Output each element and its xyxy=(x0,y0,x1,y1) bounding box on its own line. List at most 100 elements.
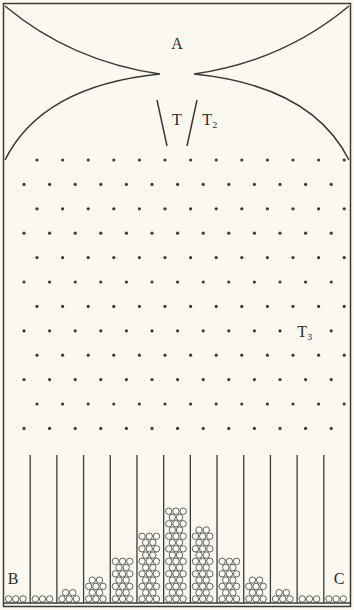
ball xyxy=(230,564,236,570)
pin xyxy=(74,378,77,381)
ball xyxy=(253,596,259,602)
pin xyxy=(22,427,25,430)
pin xyxy=(87,305,90,308)
pin xyxy=(343,158,346,161)
pin xyxy=(215,354,218,357)
bin-floor xyxy=(4,602,351,603)
ball xyxy=(153,583,159,589)
pin xyxy=(150,183,153,186)
ball xyxy=(180,533,186,539)
ball xyxy=(192,533,198,539)
ball xyxy=(173,546,179,552)
pin xyxy=(22,232,25,235)
pin xyxy=(278,378,281,381)
ball xyxy=(276,589,282,595)
pin xyxy=(112,354,115,357)
pin xyxy=(253,232,256,235)
ball xyxy=(116,589,122,595)
pin xyxy=(176,232,179,235)
ball xyxy=(249,577,255,583)
pin xyxy=(125,378,128,381)
pin xyxy=(189,402,192,405)
ball xyxy=(207,596,213,602)
pin xyxy=(278,427,281,430)
pin xyxy=(240,158,243,161)
pin xyxy=(189,158,192,161)
ball xyxy=(180,508,186,514)
bin-wall xyxy=(216,455,217,603)
pin xyxy=(215,256,218,259)
ball xyxy=(146,596,152,602)
bin-wall xyxy=(323,455,324,603)
pin xyxy=(125,232,128,235)
funnel-wall xyxy=(5,6,160,160)
pin xyxy=(35,158,38,161)
ball xyxy=(313,596,319,602)
pin xyxy=(227,329,230,332)
pin xyxy=(99,280,102,283)
ball xyxy=(203,577,209,583)
pin xyxy=(291,207,294,210)
pin xyxy=(330,329,333,332)
pin xyxy=(176,329,179,332)
pin xyxy=(240,402,243,405)
ball xyxy=(119,583,125,589)
ball xyxy=(256,577,262,583)
ball xyxy=(153,571,159,577)
pin xyxy=(278,232,281,235)
ball xyxy=(246,596,252,602)
ball xyxy=(219,583,225,589)
pin xyxy=(266,354,269,357)
pin xyxy=(48,280,51,283)
funnel-wall xyxy=(194,6,349,160)
pin xyxy=(48,378,51,381)
pin xyxy=(215,207,218,210)
pin xyxy=(150,378,153,381)
pin xyxy=(99,232,102,235)
ball xyxy=(96,577,102,583)
pin xyxy=(163,305,166,308)
part-letter: T xyxy=(172,112,182,128)
pin xyxy=(330,232,333,235)
ball xyxy=(180,558,186,564)
pin xyxy=(215,305,218,308)
pin xyxy=(266,402,269,405)
ball xyxy=(333,596,339,602)
ball xyxy=(123,589,129,595)
pin xyxy=(138,305,141,308)
ball xyxy=(112,558,118,564)
ball xyxy=(169,577,175,583)
ball xyxy=(219,571,225,577)
ball xyxy=(260,583,266,589)
ball xyxy=(46,596,52,602)
pin xyxy=(99,329,102,332)
pin xyxy=(202,183,205,186)
pin xyxy=(61,256,64,259)
ball xyxy=(226,571,232,577)
ball xyxy=(199,583,205,589)
ball xyxy=(166,521,172,527)
ball xyxy=(226,596,232,602)
bin-wall xyxy=(163,455,164,603)
pin xyxy=(291,305,294,308)
pin xyxy=(112,256,115,259)
ball xyxy=(203,539,209,545)
ball xyxy=(150,552,156,558)
pin xyxy=(150,329,153,332)
pin xyxy=(74,280,77,283)
pin xyxy=(253,427,256,430)
ball xyxy=(112,571,118,577)
pin xyxy=(61,207,64,210)
ball xyxy=(112,583,118,589)
ball xyxy=(203,552,209,558)
label-patch xyxy=(332,570,346,588)
pin xyxy=(48,329,51,332)
ball xyxy=(169,514,175,520)
pin xyxy=(35,354,38,357)
pin xyxy=(112,402,115,405)
pin xyxy=(74,232,77,235)
pin xyxy=(317,354,320,357)
bin-wall xyxy=(30,455,31,603)
ball xyxy=(233,583,239,589)
